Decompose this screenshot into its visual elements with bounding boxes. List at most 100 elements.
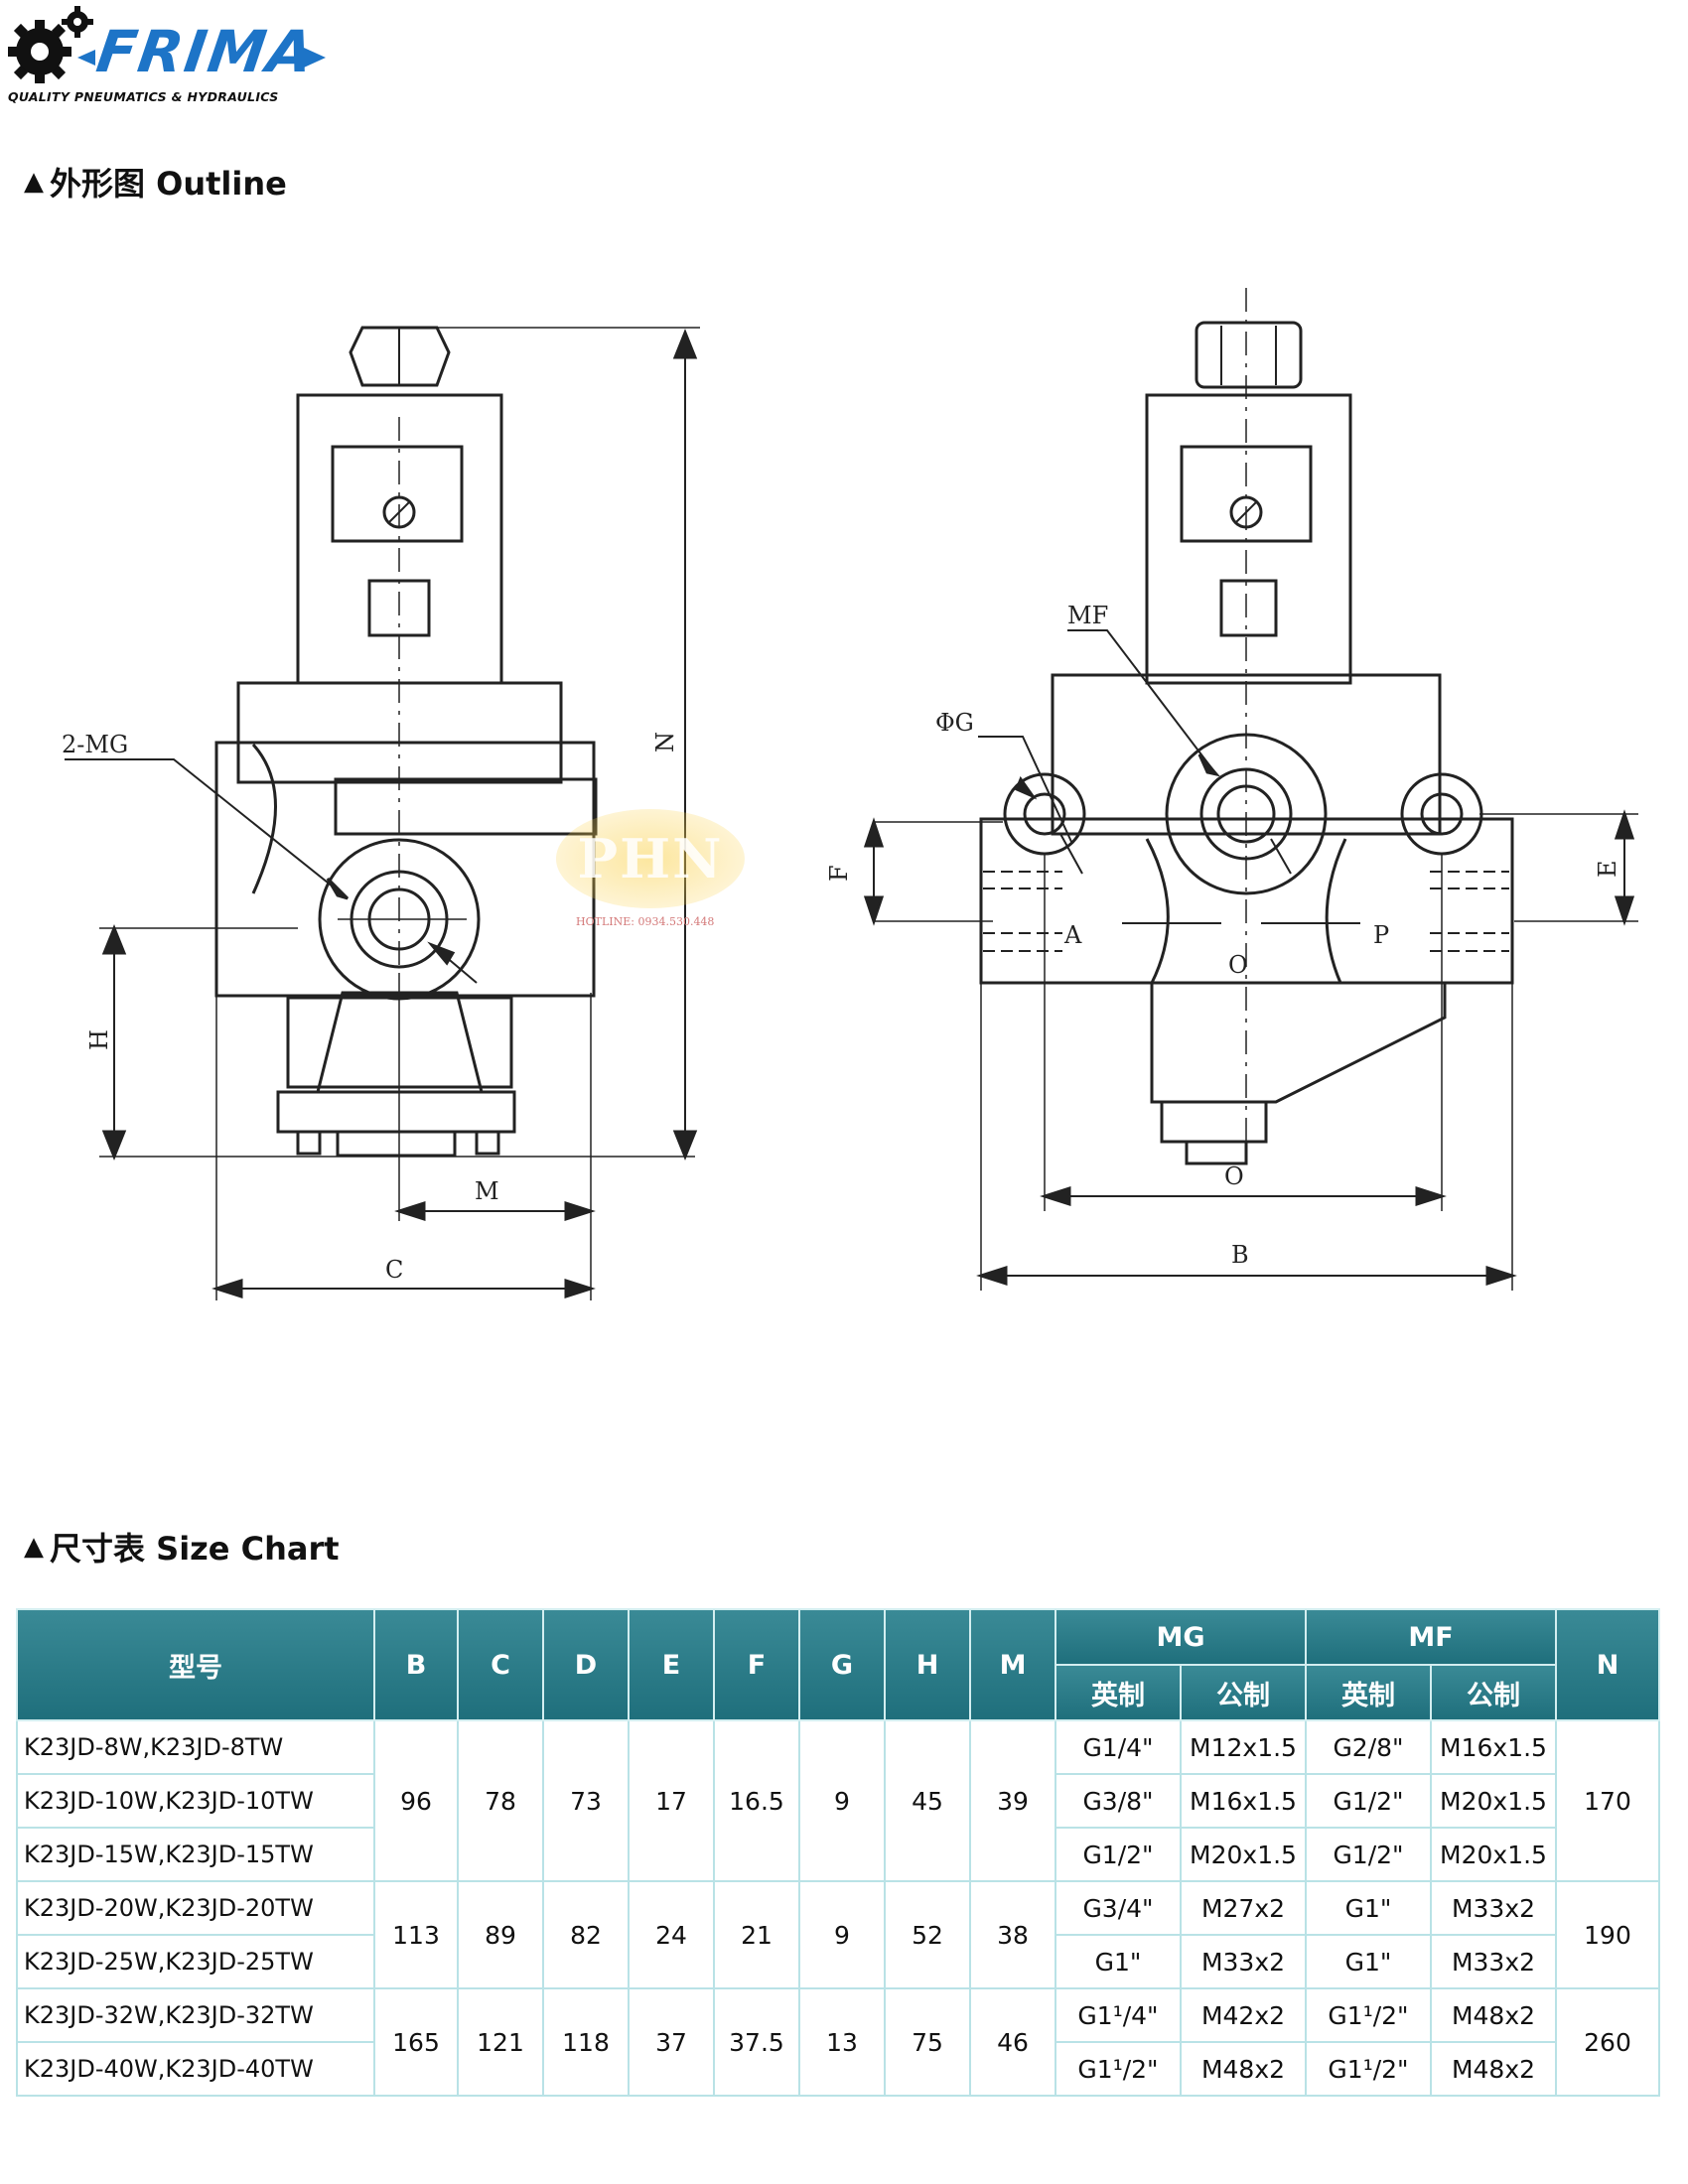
side-view xyxy=(65,326,700,1300)
cell-b: 165 xyxy=(373,1987,459,2097)
label-port-p: P xyxy=(1373,921,1389,949)
cell-b: 113 xyxy=(373,1880,459,1989)
cell-g: 13 xyxy=(798,1987,886,2097)
cell-d: 73 xyxy=(542,1719,630,1882)
cell-n: 170 xyxy=(1555,1719,1660,1882)
cell-mg-imperial: G1¹/2" xyxy=(1055,2041,1182,2097)
table-row: K23JD-10W,K23JD-10TW G3/8" M16x1.5 G1/2"… xyxy=(16,1773,1659,1829)
cell-c: 89 xyxy=(457,1880,544,1989)
cell-n: 260 xyxy=(1555,1987,1660,2097)
size-chart-table: 型号 B C D E F G H M MG MF N 英制 公制 英制 公制 K… xyxy=(16,1608,1660,2097)
table-row: K23JD-32W,K23JD-32TW 165 121 118 37 37.5… xyxy=(16,1987,1660,2097)
size-chart-heading: ▲ 尺寸表 Size Chart xyxy=(24,1530,340,1568)
cell-model: K23JD-32W,K23JD-32TW xyxy=(16,1987,375,2043)
cell-mg-metric: M42x2 xyxy=(1180,1987,1307,2043)
cell-mg-metric: M48x2 xyxy=(1180,2041,1307,2097)
header-e: E xyxy=(628,1608,715,1721)
cell-mf-imperial: G2/8" xyxy=(1305,1719,1432,1775)
table-row: K23JD-25W,K23JD-25TW G1" M33x2 G1" M33x2 xyxy=(16,1934,1659,1989)
cell-mg-imperial: G1" xyxy=(1055,1934,1182,1989)
header-model: 型号 xyxy=(16,1608,375,1721)
label-phi-g: ΦG xyxy=(935,709,974,737)
triangle-icon: ▲ xyxy=(24,167,44,197)
label-n: N xyxy=(651,732,679,752)
gears-icon xyxy=(8,6,93,83)
cell-model: K23JD-8W,K23JD-8TW xyxy=(16,1719,375,1775)
cell-mg-imperial: G3/8" xyxy=(1055,1773,1182,1829)
watermark: PHN xyxy=(556,809,745,908)
cell-f: 16.5 xyxy=(713,1719,800,1882)
cell-m: 46 xyxy=(969,1987,1056,2097)
cell-g: 9 xyxy=(798,1719,886,1882)
cell-mg-metric: M16x1.5 xyxy=(1180,1773,1307,1829)
label-c: C xyxy=(385,1256,403,1284)
label-e: E xyxy=(1594,860,1621,878)
cell-mg-metric: M12x1.5 xyxy=(1180,1719,1307,1775)
cell-mf-metric: M20x1.5 xyxy=(1430,1773,1557,1829)
triangle-icon: ▲ xyxy=(24,1532,44,1562)
label-mf: MF xyxy=(1067,602,1108,629)
cell-f: 21 xyxy=(713,1880,800,1989)
cell-mg-imperial: G1¹/4" xyxy=(1055,1987,1182,2043)
cell-mf-imperial: G1/2" xyxy=(1305,1827,1432,1882)
label-h: H xyxy=(85,1029,113,1050)
brand-logo: FRIMA QUALITY PNEUMATICS & HYDRAULICS xyxy=(6,4,344,104)
header-n: N xyxy=(1555,1608,1660,1721)
cell-mg-imperial: G1/2" xyxy=(1055,1827,1182,1882)
cell-d: 82 xyxy=(542,1880,630,1989)
cell-mf-metric: M33x2 xyxy=(1430,1934,1557,1989)
cell-mf-metric: M48x2 xyxy=(1430,2041,1557,2097)
header-mg-imperial: 英制 xyxy=(1055,1664,1182,1721)
cell-e: 24 xyxy=(628,1880,715,1989)
cell-mf-imperial: G1" xyxy=(1305,1880,1432,1936)
cell-c: 78 xyxy=(457,1719,544,1882)
cell-model: K23JD-15W,K23JD-15TW xyxy=(16,1827,375,1882)
outline-drawing: 2-MG N H M C MF ΦG F E A O P O B xyxy=(62,288,1638,1300)
label-2-mg: 2-MG xyxy=(62,731,128,758)
table-row: K23JD-40W,K23JD-40TW G1¹/2" M48x2 G1¹/2"… xyxy=(16,2041,1659,2097)
header-m: M xyxy=(969,1608,1056,1721)
header-d: D xyxy=(542,1608,630,1721)
cell-h: 45 xyxy=(884,1719,971,1882)
header-mg: MG xyxy=(1055,1608,1307,1666)
header-mf-imperial: 英制 xyxy=(1305,1664,1432,1721)
watermark-hotline: HOTLINE: 0934.530.448 xyxy=(576,915,715,928)
cell-mg-metric: M20x1.5 xyxy=(1180,1827,1307,1882)
label-f: F xyxy=(825,865,853,882)
cell-mg-imperial: G3/4" xyxy=(1055,1880,1182,1936)
cell-h: 52 xyxy=(884,1880,971,1989)
cell-c: 121 xyxy=(457,1987,544,2097)
cell-mf-imperial: G1/2" xyxy=(1305,1773,1432,1829)
cell-mf-imperial: G1" xyxy=(1305,1934,1432,1989)
header-mg-metric: 公制 xyxy=(1180,1664,1307,1721)
cell-m: 39 xyxy=(969,1719,1056,1882)
cell-mg-metric: M27x2 xyxy=(1180,1880,1307,1936)
label-o-dim: O xyxy=(1224,1162,1244,1190)
cell-mf-metric: M20x1.5 xyxy=(1430,1827,1557,1882)
cell-mf-metric: M16x1.5 xyxy=(1430,1719,1557,1775)
outline-heading: ▲ 外形图 Outline xyxy=(24,165,287,203)
header-mf-metric: 公制 xyxy=(1430,1664,1557,1721)
cell-mg-imperial: G1/4" xyxy=(1055,1719,1182,1775)
cell-g: 9 xyxy=(798,1880,886,1989)
cell-mf-imperial: G1¹/2" xyxy=(1305,1987,1432,2043)
cell-b: 96 xyxy=(373,1719,459,1882)
cell-e: 17 xyxy=(628,1719,715,1882)
header-g: G xyxy=(798,1608,886,1721)
cell-model: K23JD-10W,K23JD-10TW xyxy=(16,1773,375,1829)
cell-f: 37.5 xyxy=(713,1987,800,2097)
cell-h: 75 xyxy=(884,1987,971,2097)
cell-d: 118 xyxy=(542,1987,630,2097)
cell-model: K23JD-20W,K23JD-20TW xyxy=(16,1880,375,1936)
header-mf: MF xyxy=(1305,1608,1557,1666)
header-h: H xyxy=(884,1608,971,1721)
table-row: K23JD-15W,K23JD-15TW G1/2" M20x1.5 G1/2"… xyxy=(16,1827,1659,1882)
cell-model: K23JD-40W,K23JD-40TW xyxy=(16,2041,375,2097)
cell-mf-metric: M48x2 xyxy=(1430,1987,1557,2043)
header-b: B xyxy=(373,1608,459,1721)
label-m: M xyxy=(475,1177,499,1205)
label-port-a: A xyxy=(1063,921,1082,949)
cell-mf-imperial: G1¹/2" xyxy=(1305,2041,1432,2097)
header-f: F xyxy=(713,1608,800,1721)
arrow-icon xyxy=(77,48,326,68)
